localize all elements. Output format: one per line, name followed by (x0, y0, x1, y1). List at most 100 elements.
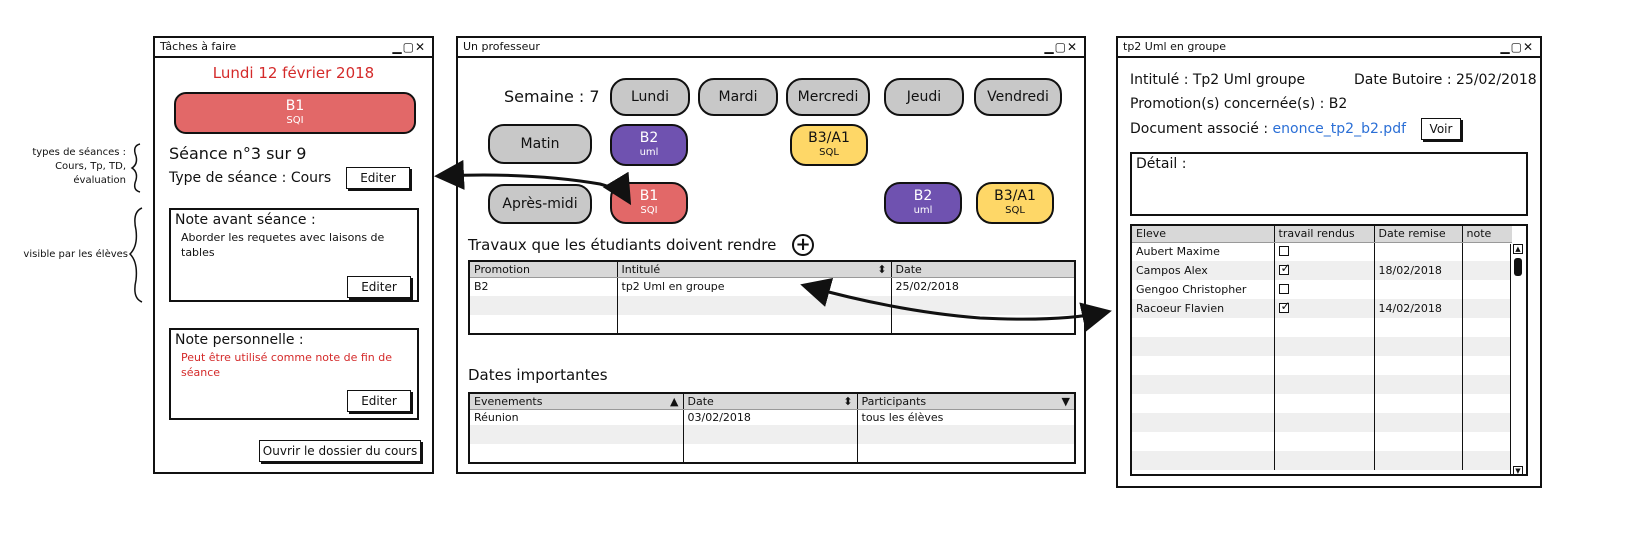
empty-cell (1374, 432, 1463, 451)
scrollbar-thumb[interactable] (1514, 258, 1522, 276)
slot-subtitle: SQI (640, 205, 658, 216)
edit-personal-note-button[interactable]: Editer (347, 390, 411, 412)
slot-thursday-afternoon[interactable]: B2 uml (884, 182, 962, 224)
window-controls-icon[interactable]: ▁▢✕ (1500, 40, 1534, 54)
assignment-detail-window: tp2 Uml en groupe ▁▢✕ Intitulé : Tp2 Uml… (1116, 36, 1542, 488)
personal-note-text: Peut être utilisé comme note de fin de s… (181, 351, 393, 379)
checkbox-icon[interactable] (1278, 284, 1289, 294)
slot-subtitle: uml (639, 147, 659, 158)
checked-checkbox-icon[interactable] (1278, 299, 1291, 313)
empty-cell (617, 296, 892, 315)
table-row (469, 315, 1075, 334)
table-row[interactable]: Réunion 03/02/2018 tous les élèves (469, 409, 1075, 425)
slot-friday-afternoon[interactable]: B3/A1 SQL (976, 182, 1054, 224)
personal-note-heading: Note personnelle : (175, 332, 304, 348)
empty-cell (1374, 356, 1463, 375)
table-row (1132, 413, 1512, 432)
window-title: Tâches à faire (160, 40, 237, 53)
session-types-annotation: types de séances : Cours, Tp, TD, évalua… (6, 146, 126, 188)
cell-date: 25/02/2018 (895, 280, 959, 294)
day-thursday[interactable]: Jeudi (884, 78, 964, 116)
cell-submitted (1274, 242, 1375, 261)
cell-grade (1462, 299, 1512, 318)
column-header-title[interactable]: Intitulé⬍ (617, 261, 892, 278)
scroll-up-arrow-icon[interactable]: ▲ (1513, 244, 1523, 254)
empty-cell (1132, 432, 1275, 451)
column-header-participants[interactable]: Participants▼ (857, 393, 1075, 410)
empty-cell (891, 315, 1075, 334)
assignment-promotions: Promotion(s) concernée(s) : B2 (1130, 96, 1348, 112)
vertical-scrollbar[interactable]: ▲ ▼ (1510, 244, 1526, 474)
day-monday[interactable]: Lundi (610, 78, 690, 116)
edit-note-before-button[interactable]: Editer (347, 276, 411, 298)
sort-icon[interactable]: ⬍ (843, 394, 853, 408)
session-number: Séance n°3 sur 9 (169, 144, 307, 163)
empty-cell (1462, 337, 1512, 356)
column-header-date[interactable]: Date (891, 261, 1075, 278)
sort-asc-icon[interactable]: ▲ (670, 394, 679, 408)
annotation-braces (128, 143, 143, 303)
checked-checkbox-icon[interactable] (1278, 261, 1291, 275)
window-titlebar: tp2 Uml en groupe ▁▢✕ (1118, 38, 1540, 58)
table-row[interactable]: Racoeur Flavien14/02/2018 (1132, 299, 1512, 318)
table-row (1132, 356, 1512, 375)
table-row[interactable]: Gengoo Christopher (1132, 280, 1512, 299)
table-row[interactable]: Campos Alex18/02/2018 (1132, 261, 1512, 280)
slot-wednesday-morning[interactable]: B3/A1 SQL (790, 124, 868, 166)
add-assignment-icon[interactable]: + (792, 234, 814, 256)
cell-promotion: B2 (469, 277, 618, 296)
empty-cell (469, 425, 684, 444)
column-header-label: Evenements (474, 394, 543, 408)
empty-cell (1374, 318, 1463, 337)
column-header-date[interactable]: Date⬍ (683, 393, 858, 410)
table-row (1132, 451, 1512, 470)
cell-date: 03/02/2018 (683, 409, 858, 425)
table-row[interactable]: Aubert Maxime (1132, 242, 1512, 261)
checkbox-icon[interactable] (1278, 246, 1289, 257)
column-header-grade[interactable]: note (1462, 226, 1512, 243)
slot-title: B2 (639, 130, 659, 146)
slot-title: B2 (913, 188, 933, 204)
scroll-down-arrow-icon[interactable]: ▼ (1513, 466, 1523, 474)
window-controls-icon[interactable]: ▁▢✕ (1044, 40, 1078, 54)
slot-subtitle: SQL (819, 147, 839, 158)
empty-cell (1132, 318, 1275, 337)
students-table: Eleve travail rendus Date remise note Au… (1132, 226, 1512, 470)
table-header-row: Eleve travail rendus Date remise note (1132, 226, 1512, 243)
slot-monday-afternoon[interactable]: B1 SQI (610, 182, 688, 224)
edit-session-type-button[interactable]: Editer (346, 167, 410, 189)
day-friday[interactable]: Vendredi (974, 78, 1062, 116)
sort-icon[interactable]: ⬍ (877, 262, 887, 276)
current-course-card[interactable]: B1 SQI (174, 92, 416, 134)
view-document-button[interactable]: Voir (1421, 118, 1461, 140)
dropdown-arrow-icon[interactable]: ▼ (1061, 394, 1070, 408)
window-controls-icon[interactable]: ▁▢✕ (392, 40, 426, 54)
column-header-promotion[interactable]: Promotion (469, 261, 618, 278)
table-row[interactable]: B2 tp2 Uml en groupe 25/02/2018 (469, 277, 1075, 296)
course-subtitle: SQI (286, 115, 304, 126)
empty-cell (1374, 394, 1463, 413)
empty-cell (1462, 413, 1512, 432)
column-header-events[interactable]: Evenements ▲ (469, 393, 684, 410)
slot-title: B3/A1 (994, 188, 1036, 204)
window-titlebar: Tâches à faire ▁▢✕ (155, 38, 432, 58)
open-course-folder-button[interactable]: Ouvrir le dossier du cours (259, 440, 421, 462)
cell-grade (1462, 261, 1512, 280)
brace-session-types (130, 143, 141, 193)
empty-cell (1462, 451, 1512, 470)
column-header-submitted[interactable]: travail rendus (1274, 226, 1375, 243)
slot-title: B1 (639, 188, 659, 204)
column-header-date[interactable]: Date remise (1374, 226, 1463, 243)
slot-monday-morning[interactable]: B2 uml (610, 124, 688, 166)
day-wednesday[interactable]: Mercredi (786, 78, 870, 116)
column-header-student[interactable]: Eleve (1132, 226, 1275, 243)
document-link[interactable]: enonce_tp2_b2.pdf (1272, 121, 1407, 137)
empty-cell (683, 425, 858, 444)
empty-cell (1132, 375, 1275, 394)
visible-students-annotation: visible par les élèves (23, 249, 128, 260)
cell-submitted (1274, 261, 1375, 280)
day-tuesday[interactable]: Mardi (698, 78, 778, 116)
detail-box: Détail : (1130, 152, 1528, 216)
table-row (1132, 318, 1512, 337)
slot-title: B3/A1 (808, 130, 850, 146)
